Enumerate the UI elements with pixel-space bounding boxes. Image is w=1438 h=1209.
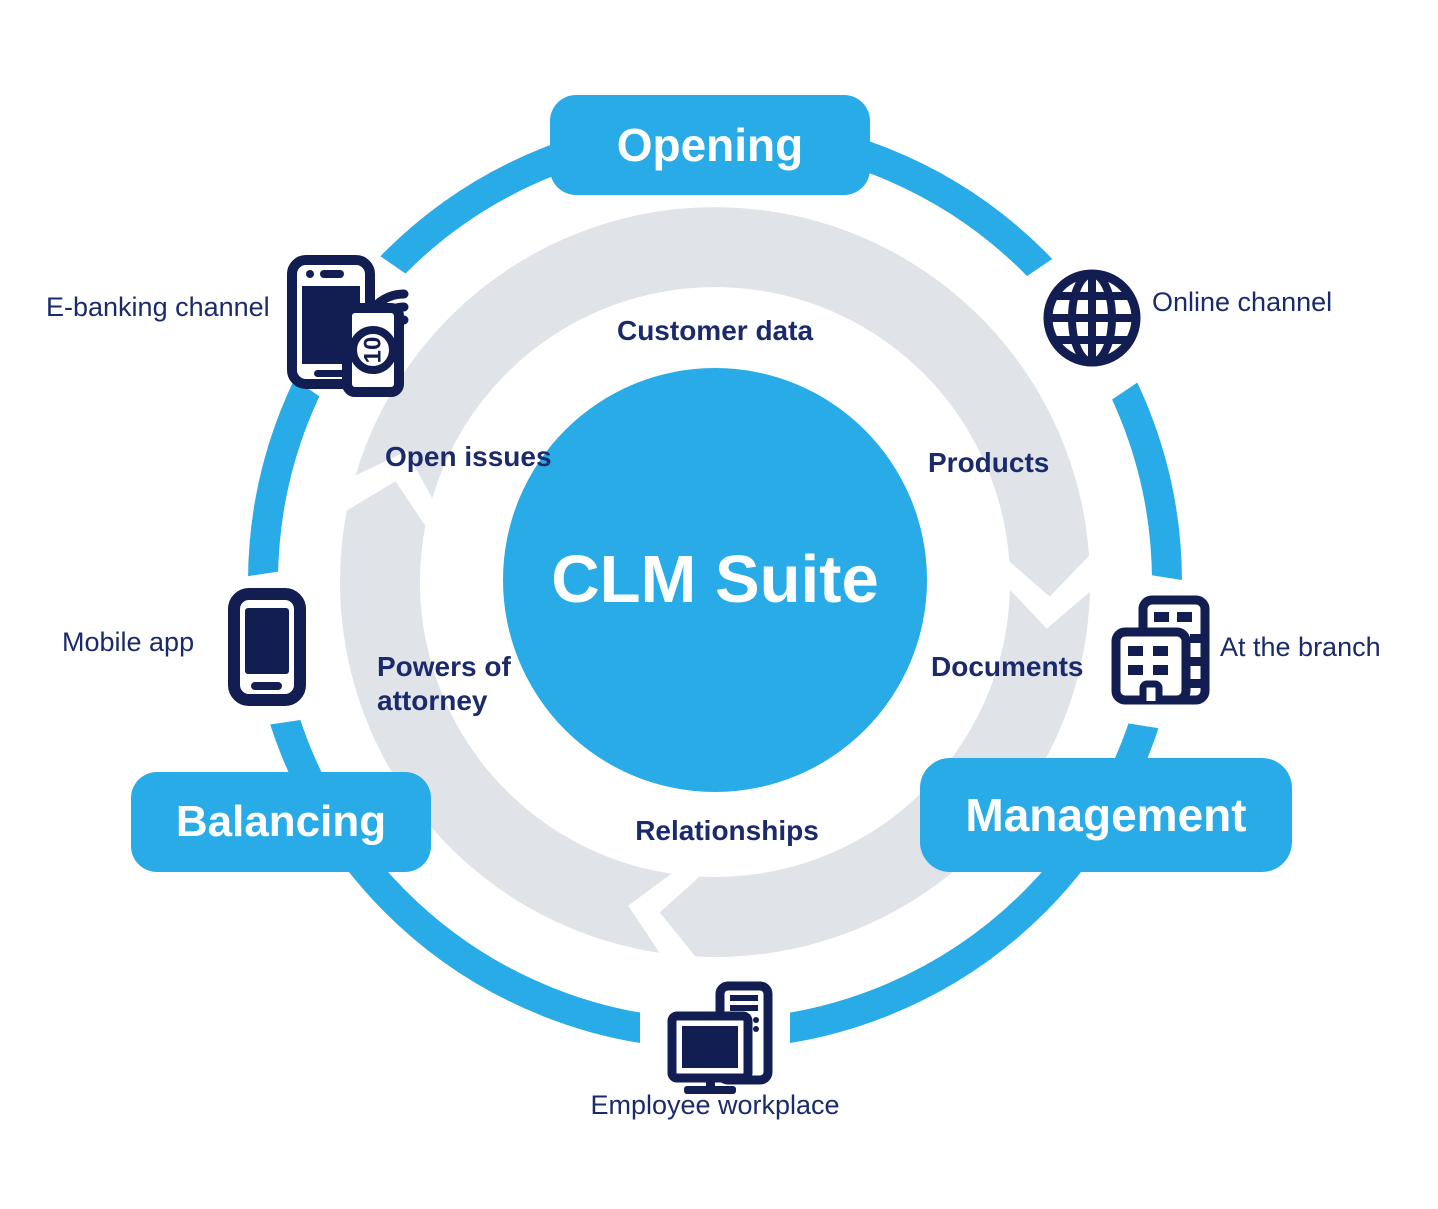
phase-badge-opening: Opening <box>550 95 870 195</box>
phone-wifi-banknote-icon: 10 <box>287 255 409 397</box>
channel-label-ebanking: E-banking channel <box>46 292 270 322</box>
center-disk <box>503 368 927 792</box>
channel-label-mobile: Mobile app <box>62 627 195 657</box>
smartphone-icon <box>228 588 306 706</box>
desktop-workstation-icon <box>667 981 773 1094</box>
powers-line2: attorney <box>377 685 488 716</box>
phase-badge-balancing: Balancing <box>131 772 431 872</box>
ring-arrow-segment-top <box>355 207 1090 597</box>
inner-label-open-issues: Open issues <box>385 441 552 472</box>
phase-badge-management: Management <box>920 758 1292 872</box>
banknote-icon: 10 <box>342 303 404 397</box>
channel-label-online: Online channel <box>1152 287 1333 317</box>
center-title: CLM Suite <box>551 542 879 617</box>
channel-label-branch: At the branch <box>1220 632 1381 662</box>
inner-label-customer-data: Customer data <box>616 315 814 346</box>
banknote-value: 10 <box>360 337 387 364</box>
branch-building-icon <box>1111 595 1210 705</box>
globe-icon <box>1043 269 1141 367</box>
channel-label-employee: Employee workplace <box>590 1090 840 1120</box>
powers-line1: Powers of <box>377 651 511 682</box>
inner-label-powers-of-attorney: Powers of attorney <box>377 650 547 718</box>
ring-arrow-segment-bottom-left <box>339 481 672 953</box>
inner-label-relationships: Relationships <box>635 815 819 846</box>
inner-label-products: Products <box>928 447 1050 478</box>
inner-label-documents: Documents <box>931 651 1084 682</box>
